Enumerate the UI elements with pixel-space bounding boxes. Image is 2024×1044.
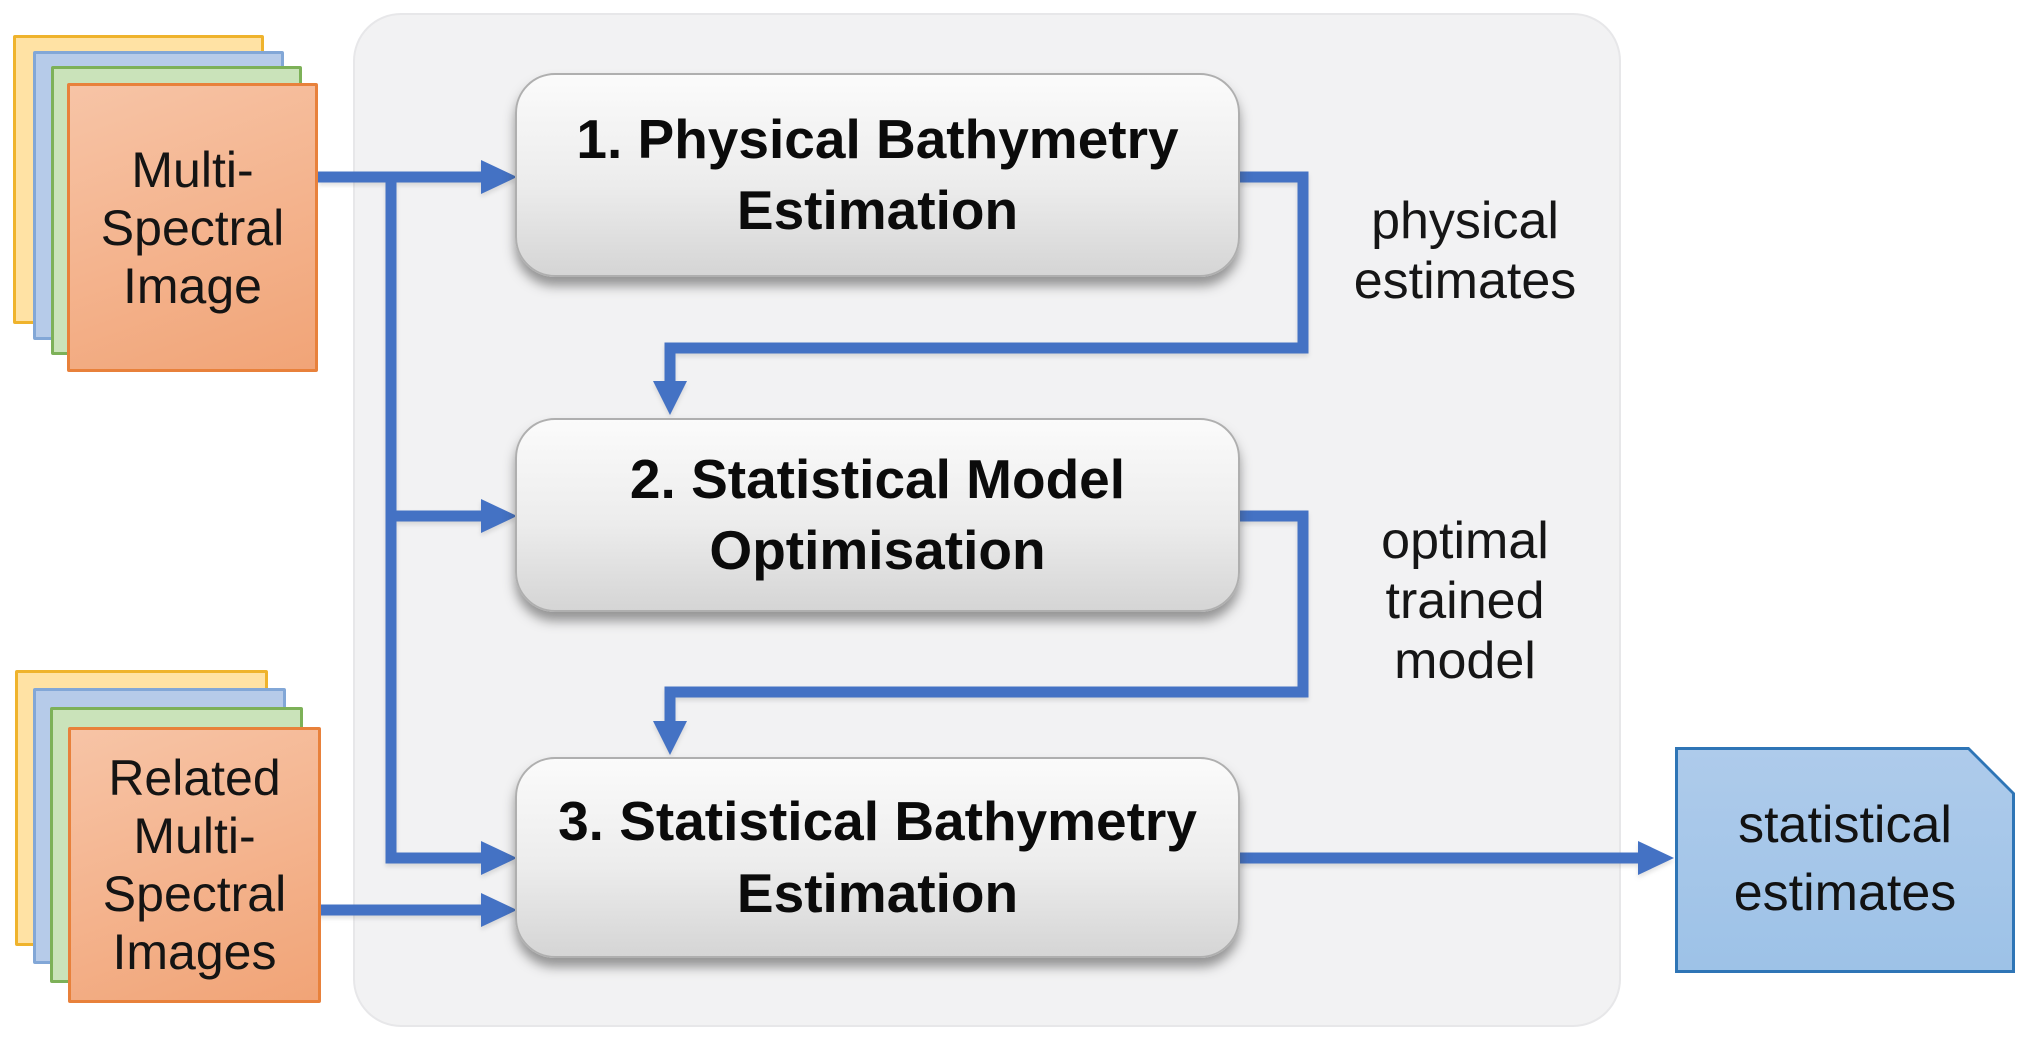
msi-stack-card-front: Multi- Spectral Image [67, 83, 318, 372]
step-1-physical-bathymetry-box: 1. Physical Bathymetry Estimation [515, 73, 1240, 277]
step-3-statistical-bathymetry-box: 3. Statistical Bathymetry Estimation [515, 757, 1240, 958]
physical-estimates-label: physical estimates [1353, 192, 1577, 310]
step-3-label: 3. Statistical Bathymetry Estimation [558, 790, 1197, 924]
step-2-label: 2. Statistical Model Optimisation [629, 447, 1126, 582]
arrow-related-to-step3-head [481, 893, 517, 927]
arrow-step2-to-step3-head [653, 721, 687, 755]
arrow-msi-to-step1-head [481, 160, 517, 194]
arrow-step3-to-output-head [1638, 841, 1674, 875]
arrow-branch-to-step3-head [481, 841, 517, 875]
statistical-estimates-fill [1678, 750, 2012, 970]
statistical-estimates-node: statistical estimates [1675, 747, 2015, 973]
related-stack-card-front: Related Multi- Spectral Images [68, 727, 321, 1003]
statistical-estimates-label: statistical estimates [1733, 796, 1957, 922]
branch-vertical-line [385, 177, 483, 864]
arrow-step1-to-step2-head [653, 381, 687, 415]
connector-step1-to-step2 [664, 171, 1309, 381]
step-2-statistical-model-box: 2. Statistical Model Optimisation [515, 418, 1240, 612]
step-1-label: 1. Physical Bathymetry Estimation [576, 107, 1179, 242]
connector-step2-to-step3 [664, 510, 1309, 721]
optimal-trained-model-label: optimal trained model [1381, 512, 1549, 690]
related-stack-label: Related Multi- Spectral Images [102, 750, 287, 980]
msi-stack-label: Multi- Spectral Image [100, 141, 285, 314]
arrow-branch-to-step2-head [481, 499, 517, 533]
